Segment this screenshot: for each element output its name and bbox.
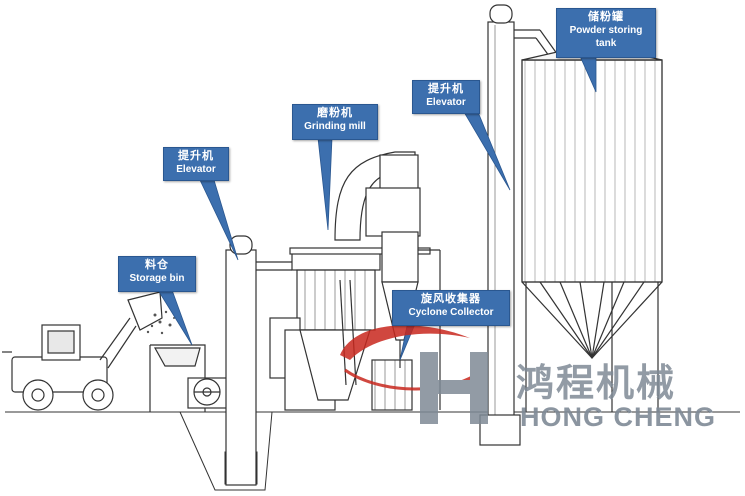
grinding-mill-zh: 磨粉机	[317, 107, 353, 119]
falling-material	[146, 310, 175, 335]
powder-tank-en-line1: Powder storing	[569, 25, 643, 36]
powder-tank-zh: 储粉罐	[588, 11, 624, 23]
elevator-right-en: Elevator	[426, 97, 466, 108]
grinding-mill-en: Grinding mill	[304, 121, 366, 132]
callout-powder-tank: 储粉罐 Powder storing tank	[556, 8, 656, 58]
powder-tank-en-line2: tank	[595, 38, 617, 49]
bucket-elevator-left	[225, 235, 292, 486]
logo-swoosh	[340, 325, 488, 424]
callout-storage-bin: 料仓 Storage bin	[118, 256, 196, 292]
elevator-left-zh: 提升机	[178, 150, 214, 162]
watermark-en: HONG CHENG	[520, 402, 717, 432]
cyclone-zh: 旋风收集器	[421, 293, 481, 305]
cyclone-en: Cyclone Collector	[408, 307, 494, 318]
callout-elevator-right: 提升机 Elevator	[412, 80, 480, 114]
watermark-zh: 鸿程机械	[516, 361, 677, 405]
wheel-loader	[2, 291, 163, 411]
elevator-right-zh: 提升机	[428, 83, 464, 95]
bucket-elevator-right	[479, 4, 561, 446]
elevator-left-en: Elevator	[176, 164, 216, 175]
powder-storing-tank	[521, 43, 663, 412]
callout-cyclone: 旋风收集器 Cyclone Collector	[392, 290, 510, 326]
callout-grinding-mill: 磨粉机 Grinding mill	[292, 104, 378, 140]
callout-elevator-left: 提升机 Elevator	[163, 147, 229, 181]
storage-bin-en: Storage bin	[129, 273, 185, 284]
storage-bin-zh: 料仓	[145, 259, 169, 271]
